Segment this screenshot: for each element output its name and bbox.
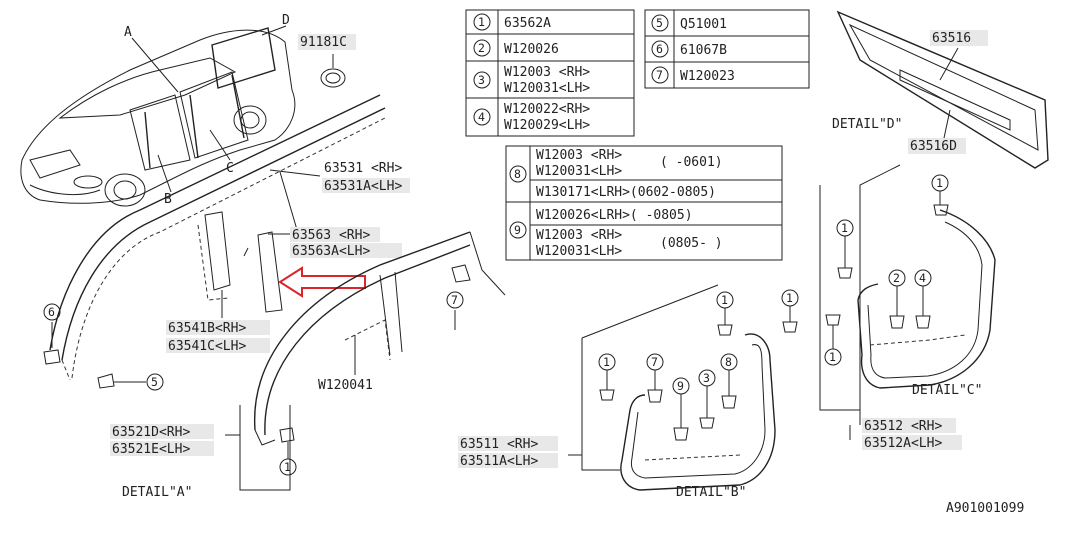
part-label-63511-rh: 63511 <RH> xyxy=(460,437,538,452)
rear-door-weatherstrip xyxy=(857,209,996,389)
part-label-63521e-lh: 63521E<LH> xyxy=(112,442,190,457)
roof-molding xyxy=(49,94,386,381)
legend-value-8b: W120031<LH> xyxy=(536,164,622,179)
detail-d-label: DETAIL"D" xyxy=(832,117,902,132)
callout-number-6: 6 xyxy=(48,305,55,319)
legend-value-9b: W12003 <RH> xyxy=(536,228,622,243)
part-label-63563a-lh: 63563A<LH> xyxy=(292,244,370,259)
legend-circle-7 xyxy=(651,66,669,84)
part-label-63541b-rh: 63541B<RH> xyxy=(168,321,246,336)
car-label-d: D xyxy=(282,13,290,28)
car-label-c: C xyxy=(226,161,234,176)
legend-value-9c: W120031<LH> xyxy=(536,244,622,259)
legend-circle-4 xyxy=(473,108,491,126)
legend-number-3: 3 xyxy=(478,73,485,87)
legend-number-9: 9 xyxy=(514,223,521,237)
legend-value-4b: W120029<LH> xyxy=(504,118,590,133)
callout-number-9b: 9 xyxy=(677,379,684,393)
part-label-63531a-lh: 63531A<LH> xyxy=(324,179,402,194)
legend-value-7: W120023 xyxy=(680,69,735,84)
callout-number-1c: 1 xyxy=(936,176,943,190)
callout-number-1b3: 1 xyxy=(786,291,793,305)
legend-number-7: 7 xyxy=(656,68,663,82)
part-label-63541c-lh: 63541C<LH> xyxy=(168,339,246,354)
legend-circle-1 xyxy=(473,13,491,31)
part-91181c-plug xyxy=(320,54,346,88)
part-label-91181c: 91181C xyxy=(300,35,347,50)
car-label-a: A xyxy=(124,25,132,40)
detail-c-label: DETAIL"C" xyxy=(912,383,982,398)
part-label-63563-rh: 63563 <RH> xyxy=(292,228,370,243)
legend-number-4: 4 xyxy=(478,110,485,124)
legend-circle-9 xyxy=(509,221,527,239)
callout-number-2c: 2 xyxy=(893,271,900,285)
callout-number-7a: 7 xyxy=(451,293,458,307)
legend-value-5: Q51001 xyxy=(680,17,727,32)
callout-number-1b2: 1 xyxy=(721,293,728,307)
detail-b-label: DETAIL"B" xyxy=(676,485,746,500)
callout-number-1d: 1 xyxy=(841,221,848,235)
part-label-63516d: 63516D xyxy=(910,139,957,154)
car-label-b: B xyxy=(164,192,172,207)
front-door-weatherstrip xyxy=(620,333,776,491)
legend-value-3a: W12003 <RH> xyxy=(504,65,590,80)
callout-number-4c: 4 xyxy=(919,271,926,285)
legend-circle-2 xyxy=(473,39,491,57)
trunk-molding xyxy=(836,10,1049,169)
legend-value-6: 61067B xyxy=(680,43,727,58)
clip-7 xyxy=(451,264,471,283)
part-label-63512-rh: 63512 <RH> xyxy=(864,419,942,434)
legend-table-3 xyxy=(505,145,783,261)
legend-circle-6 xyxy=(651,40,669,58)
callout-circle-6 xyxy=(43,303,61,321)
diagram-id: A901001099 xyxy=(946,501,1024,516)
legend-table-2 xyxy=(644,9,810,89)
legend-value-8a: W12003 <RH> xyxy=(536,148,622,163)
legend-value-1: 63562A xyxy=(504,16,551,31)
car-illustration xyxy=(20,25,296,207)
part-label-w120041: W120041 xyxy=(318,378,373,393)
part-label-63511a-lh: 63511A<LH> xyxy=(460,454,538,469)
callout-circle-5 xyxy=(146,373,164,391)
legend-circle-3 xyxy=(473,71,491,89)
legend-value-4a: W120022<RH> xyxy=(504,102,590,117)
callout-number-3b: 3 xyxy=(703,371,710,385)
clip-6 xyxy=(43,349,61,365)
legend-value-9a: W120026<LRH>( -0805) xyxy=(536,208,693,223)
legend-circle-8 xyxy=(509,165,527,183)
legend-table-1 xyxy=(465,9,635,137)
part-label-63512a-lh: 63512A<LH> xyxy=(864,436,942,451)
legend-value-8c: ( -0601) xyxy=(660,155,723,170)
door-frame-molding xyxy=(254,231,506,446)
part-label-63521d-rh: 63521D<RH> xyxy=(112,425,190,440)
red-arrow-icon xyxy=(278,266,366,298)
part-label-63516: 63516 xyxy=(932,31,971,46)
legend-value-9d: (0805- ) xyxy=(660,236,723,251)
detail-a-label: DETAIL"A" xyxy=(122,485,192,500)
callout-number-1b1: 1 xyxy=(603,355,610,369)
legend-circle-5 xyxy=(651,14,669,32)
legend-number-1: 1 xyxy=(478,15,485,29)
legend-value-3b: W120031<LH> xyxy=(504,81,590,96)
legend-number-6: 6 xyxy=(656,42,663,56)
callout-number-8b: 8 xyxy=(725,355,732,369)
part-label-63531-rh: 63531 <RH> xyxy=(324,161,402,176)
legend-number-2: 2 xyxy=(478,41,485,55)
legend-value-2: W120026 xyxy=(504,42,559,57)
part-63563-trim xyxy=(243,231,290,313)
pillar-trim xyxy=(197,211,231,318)
legend-number-8: 8 xyxy=(514,167,521,181)
callout-number-5: 5 xyxy=(151,375,158,389)
callout-number-7b: 7 xyxy=(651,355,658,369)
callout-circle-7a xyxy=(446,291,464,309)
screw-5 xyxy=(97,373,115,389)
callout-number-1a: 1 xyxy=(284,460,291,474)
legend-value-8d: W130171<LRH>(0602-0805) xyxy=(536,185,716,200)
callout-number-1e: 1 xyxy=(829,350,836,364)
legend-number-5: 5 xyxy=(656,16,663,30)
